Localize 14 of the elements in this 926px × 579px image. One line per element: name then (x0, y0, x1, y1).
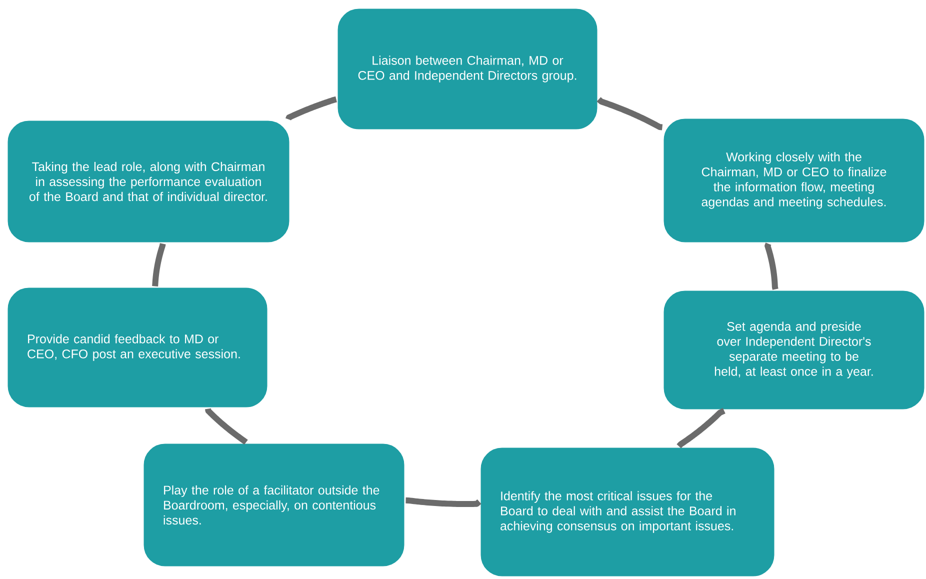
ring-segment (286, 96, 337, 120)
text-box: Taking the lead role, along with Chairman in assessing the performance evaluation of the Board and that of individual director. (6, 119, 291, 244)
ring-segment (596, 97, 663, 130)
text-box: Identify the most critical issues for the Board to deal with and assist the Board in achieving consensus on important issues. (479, 446, 776, 578)
text-box: Play the role of a facilitator outside the Boardroom, especially, on contentious issues. (142, 442, 406, 568)
text-box: Set agenda and preside over Independent Director's separate meeting to be held, at least once in a year. (662, 289, 926, 411)
text-box: Liaison between Chairman, MD or CEO and Independent Directors group. (336, 7, 599, 131)
ring-segment (764, 242, 778, 290)
text-box: Provide candid feedback to MD or CEO, CFO post an executive session. (6, 286, 269, 409)
ring-segment (676, 408, 726, 448)
ring-segment (205, 408, 248, 445)
ring-segment (406, 497, 482, 507)
ring-segment (152, 242, 166, 288)
text-box: Working closely with the Chairman, MD or CEO to finalize the information flow, meeting agendas and meeting schedules. (662, 117, 926, 244)
